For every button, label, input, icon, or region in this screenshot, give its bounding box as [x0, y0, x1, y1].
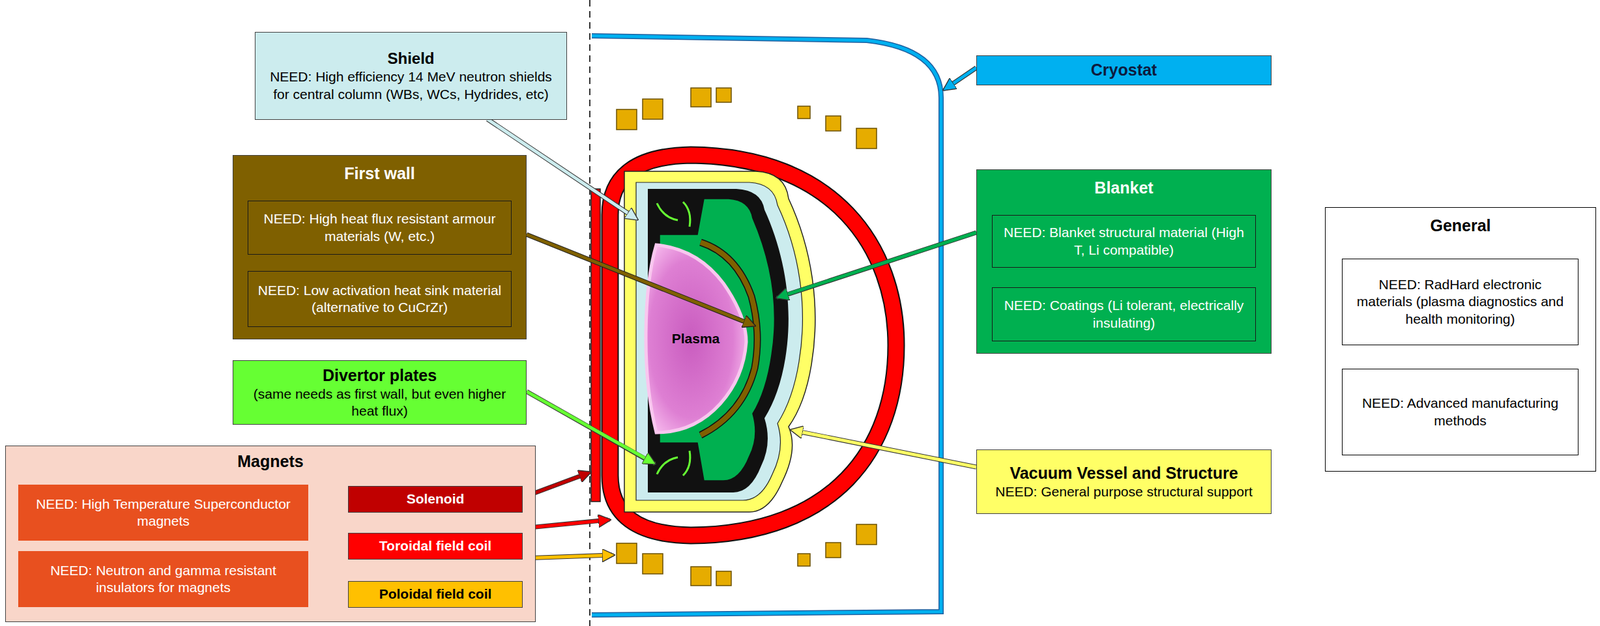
box-heading: Magnets	[237, 451, 304, 472]
box-heading: General	[1429, 215, 1491, 236]
box-heading: First wall	[344, 163, 415, 184]
poloidal-coil	[825, 116, 841, 131]
toroidal-coil	[610, 155, 897, 536]
box-text: Cryostat	[1090, 59, 1157, 81]
box-text: Toroidal field coil	[379, 537, 492, 555]
leader-arrow	[522, 555, 614, 559]
divertor-plate	[656, 203, 678, 221]
box-text: NEED: High heat flux resistant armour ma…	[256, 210, 504, 246]
cryostat-outline	[591, 35, 942, 616]
leader-arrow	[791, 430, 977, 468]
part-label: Solenoid	[348, 486, 523, 513]
box-heading: Shield	[387, 48, 435, 69]
poloidal-coil	[716, 571, 732, 586]
box-text: NEED: Blanket structural material (High …	[1000, 224, 1248, 259]
box-text: NEED: Low activation heat sink material …	[256, 282, 504, 317]
plasma-shape: Plasma	[641, 241, 750, 437]
box-text: NEED: High efficiency 14 MeV neutron shi…	[263, 68, 559, 103]
callout-box: Vacuum Vessel and StructureNEED: General…	[976, 449, 1272, 515]
box-text: NEED: Neutron and gamma resistant insula…	[26, 562, 301, 597]
shield-layer	[636, 182, 803, 501]
need-box: NEED: Coatings (Li tolerant, electricall…	[991, 287, 1256, 342]
box-text: Plasma	[671, 330, 721, 348]
group-box: GeneralNEED: RadHard electronic material…	[1324, 207, 1597, 472]
box-text: (same needs as first wall, but even high…	[241, 385, 519, 421]
poloidal-coil	[642, 553, 663, 575]
need-box: NEED: RadHard electronic materials (plas…	[1341, 258, 1579, 346]
need-box: NEED: Low activation heat sink material …	[247, 271, 512, 328]
poloidal-coil	[797, 553, 811, 567]
need-box: NEED: Neutron and gamma resistant insula…	[18, 551, 309, 608]
poloidal-coil	[616, 109, 637, 130]
box-text: NEED: High Temperature Superconductor ma…	[26, 495, 301, 531]
axis-line	[589, 0, 591, 626]
divertor-plate	[683, 450, 691, 476]
poloidal-coil	[642, 99, 663, 120]
part-label: Poloidal field coil	[348, 581, 523, 609]
box-text: NEED: Coatings (Li tolerant, electricall…	[1000, 297, 1248, 332]
box-text: Solenoid	[406, 490, 465, 508]
poloidal-coil	[690, 567, 712, 586]
callout-box: Divertor plates(same needs as first wall…	[232, 360, 527, 425]
cryostat-outline	[591, 35, 942, 616]
leader-arrow	[776, 232, 977, 298]
box-text: NEED: Advanced manufacturing methods	[1350, 394, 1571, 430]
need-box: NEED: Advanced manufacturing methods	[1341, 368, 1579, 456]
box-text: Poloidal field coil	[379, 585, 493, 603]
need-box: NEED: Blanket structural material (High …	[991, 215, 1256, 268]
callout-box: ShieldNEED: High efficiency 14 MeV neutr…	[254, 31, 568, 120]
group-box: BlanketNEED: Blanket structural material…	[976, 169, 1272, 354]
box-heading: Blanket	[1094, 177, 1153, 199]
poloidal-coil	[616, 543, 637, 564]
poloidal-coil	[797, 106, 811, 119]
box-heading: Vacuum Vessel and Structure	[1009, 463, 1238, 484]
callout-box: Cryostat	[976, 55, 1272, 86]
part-label: Toroidal field coil	[348, 533, 523, 560]
box-text: NEED: General purpose structural support	[995, 483, 1253, 501]
poloidal-coil	[716, 87, 732, 103]
poloidal-coil	[856, 128, 877, 149]
poloidal-coil	[825, 542, 841, 558]
group-box: MagnetsNEED: High Temperature Supercondu…	[5, 445, 536, 623]
need-box: NEED: High Temperature Superconductor ma…	[18, 484, 309, 541]
plasma-body	[645, 245, 747, 433]
toroidal-coil	[610, 155, 897, 536]
divertor-plate	[683, 202, 691, 227]
leader-arrow	[943, 67, 977, 90]
blanket-layer	[659, 198, 775, 481]
group-box: First wallNEED: High heat flux resistant…	[232, 155, 527, 340]
solenoid-symbol	[591, 189, 601, 502]
leader-arrow	[526, 391, 655, 465]
need-box: NEED: High heat flux resistant armour ma…	[247, 200, 512, 255]
divertor-plate	[656, 457, 678, 475]
poloidal-coil	[856, 524, 877, 545]
box-text: NEED: RadHard electronic materials (plas…	[1350, 276, 1571, 328]
box-heading: Divertor plates	[322, 365, 437, 386]
poloidal-coil	[690, 87, 712, 107]
leader-arrow	[526, 234, 755, 326]
